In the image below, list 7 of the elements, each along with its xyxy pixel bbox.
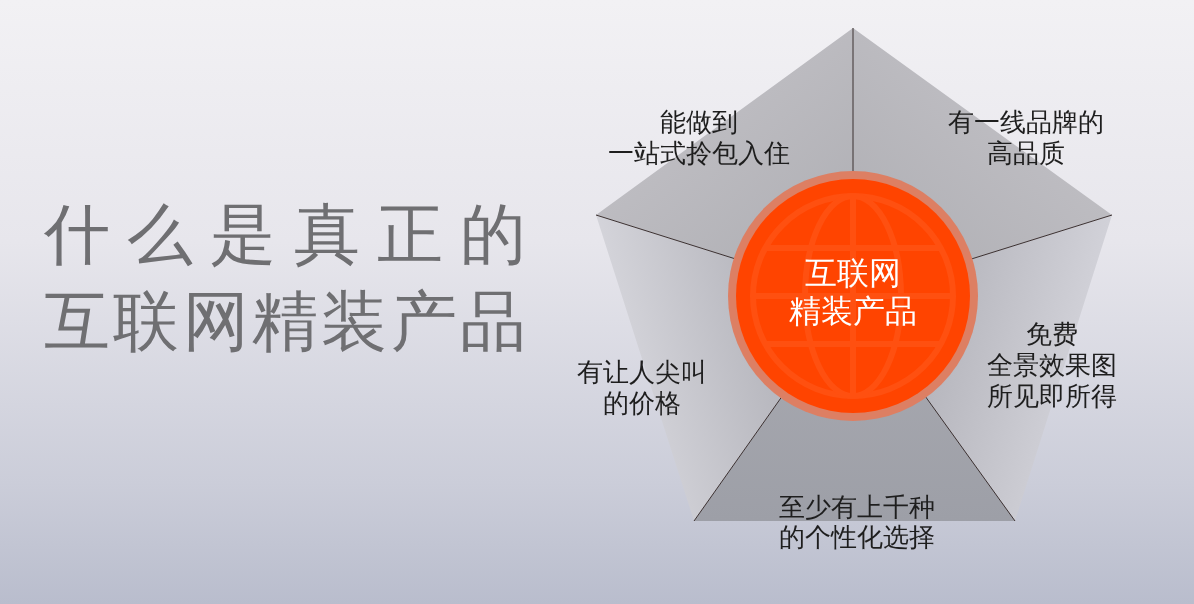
segment-text: 免费全景效果图所见即所得 [987,319,1117,412]
segment-text: 至少有上千种的个性化选择 [779,492,935,552]
segment-text: 有一线品牌的高品质 [948,107,1104,169]
center-text: 互联网精装产品 [789,254,917,330]
page-title: 什么是真正的互联网精装产品 [44,195,526,362]
segment-text: 能做到一站式拎包入住 [608,107,790,169]
segment-text: 有让人尖叫的价格 [577,357,707,419]
